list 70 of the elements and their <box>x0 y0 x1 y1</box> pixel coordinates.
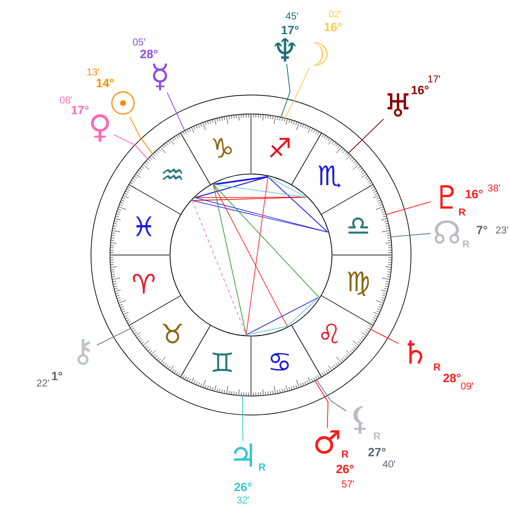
leader-line <box>166 92 186 131</box>
leader-line <box>114 134 148 160</box>
retrograde-mark: R <box>259 464 266 470</box>
zodiac-sign: ♋ <box>270 353 289 371</box>
zodiac-sign: ♏ <box>318 165 341 188</box>
degree-label: 27° <box>368 448 386 456</box>
minute-label: 17' <box>428 76 440 82</box>
leader-line <box>314 380 328 428</box>
planet-glyph: ♅ <box>388 93 408 117</box>
leader-line <box>284 67 310 119</box>
minute-label: 05' <box>132 38 146 46</box>
planet-glyph: ♆ <box>274 38 296 62</box>
planet-glyph: ☉ <box>111 91 135 115</box>
zodiac-sign: ♈ <box>132 274 155 294</box>
planet-glyph: ☽ <box>313 42 328 66</box>
degree-label: 26° <box>336 464 354 474</box>
minute-label: 08' <box>60 96 72 104</box>
leader-line <box>390 233 431 238</box>
retrograde-mark: R <box>463 240 470 248</box>
leader-line <box>386 201 431 216</box>
degree-label: 28° <box>140 50 158 58</box>
retrograde-mark: R <box>459 208 466 216</box>
degree-label: 7° <box>476 226 488 234</box>
minute-label: 09' <box>460 382 474 390</box>
planet-glyph: ♇ <box>440 185 454 209</box>
zodiac-sign: ♍ <box>348 271 369 296</box>
planet-glyph: ☿ <box>152 64 168 90</box>
minute-label: 32' <box>236 496 250 504</box>
leader-line <box>96 328 132 346</box>
retrograde-mark: R <box>342 450 348 458</box>
leader-line <box>370 329 399 344</box>
leader-line <box>316 379 346 412</box>
degree-label: 16° <box>466 190 483 198</box>
degree-label: 16° <box>412 86 429 94</box>
planet-glyph: ⚸ <box>353 406 366 434</box>
leader-line <box>242 395 244 442</box>
zodiac-sign: ♌ <box>321 324 338 344</box>
degree-label: 17° <box>282 26 299 34</box>
zodiac-sign: ♒ <box>162 168 182 180</box>
planet-glyph: ♂ <box>315 430 340 454</box>
zodiac-sign: ♉ <box>162 324 182 344</box>
planet-glyph: ⚷ <box>78 338 90 366</box>
zodiac-sign: ♓ <box>136 216 152 236</box>
degree-label: 14° <box>96 78 114 88</box>
zodiac-sign: ♊ <box>212 352 232 372</box>
minute-label: 02' <box>328 10 342 18</box>
minute-label: 45' <box>286 12 298 20</box>
degree-label: 1° <box>52 372 62 380</box>
degree-label: 17° <box>72 106 89 114</box>
minute-label: 40' <box>382 460 396 468</box>
retrograde-mark: R <box>434 364 440 370</box>
minute-label: 13' <box>87 68 100 76</box>
degree-label: 26° <box>234 482 252 492</box>
zodiac-sign: ♐ <box>270 138 290 158</box>
planet-glyph: ☊ <box>434 220 460 244</box>
degree-label: 28° <box>443 374 461 382</box>
retrograde-mark: R <box>374 432 380 440</box>
planet-glyph: ♄ <box>408 340 422 364</box>
leader-line <box>130 116 154 154</box>
planet-glyph: ♃ <box>234 443 252 467</box>
leader-line <box>280 63 290 118</box>
zodiac-sign: ♑ <box>212 138 232 158</box>
degree-label: 16° <box>324 22 342 32</box>
planet-glyph: ♀ <box>91 114 109 142</box>
minute-label: 57' <box>342 480 354 488</box>
leader-line <box>348 118 384 154</box>
minute-label: 22' <box>36 380 50 386</box>
minute-label: 23' <box>496 226 508 234</box>
zodiac-sign: ♎ <box>348 217 368 234</box>
minute-label: 38' <box>488 184 500 192</box>
